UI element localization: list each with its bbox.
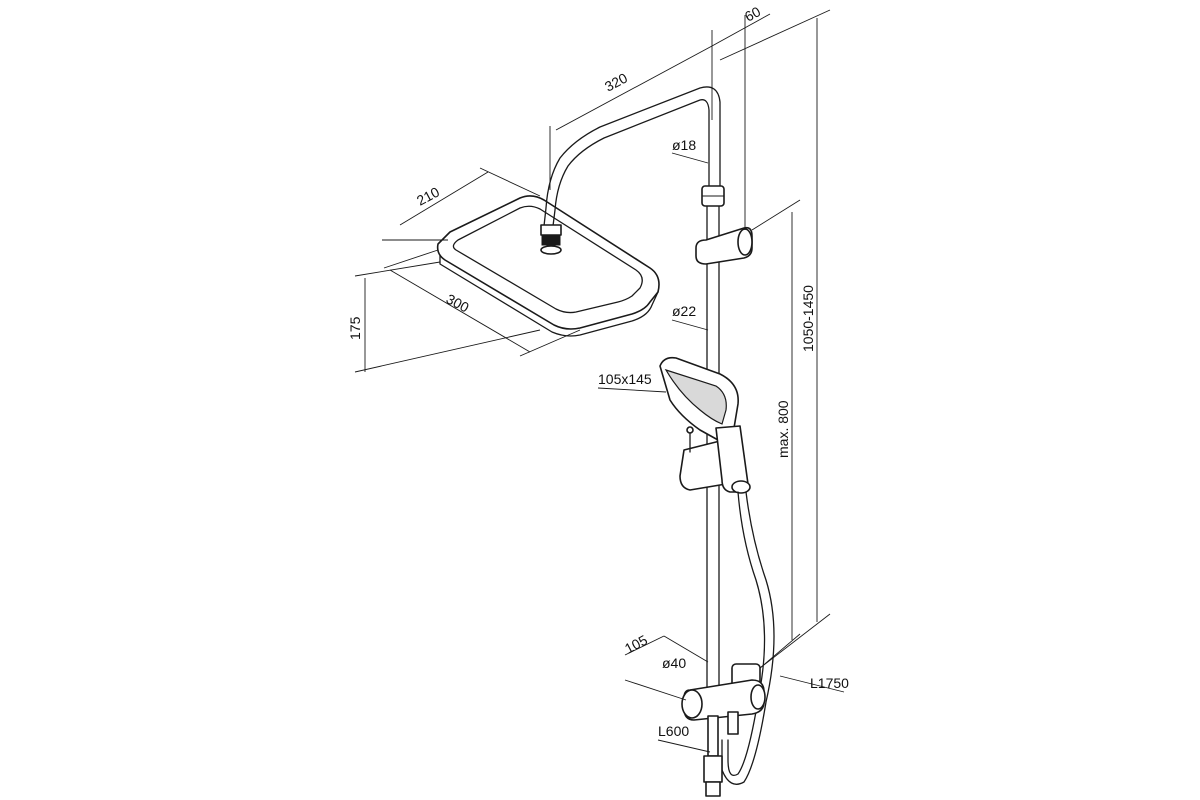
label-wall-offset: 60 (742, 3, 763, 25)
label-hand-shower-size: 105x145 (598, 371, 652, 387)
dimension-lines (354, 9, 845, 753)
label-hose-length: L1750 (810, 675, 849, 691)
label-pipe-length: L600 (658, 723, 689, 739)
label-mixer-diameter: ø40 (662, 655, 686, 671)
arm-nut (540, 224, 562, 236)
inlet-connector (703, 755, 723, 783)
label-mixer-offset: 105 (622, 631, 650, 656)
label-rail-diameter: ø22 (672, 303, 696, 319)
hand-shower (659, 356, 751, 494)
hose-outlet (727, 711, 739, 735)
wall-bracket-top (695, 226, 753, 265)
label-arm-length: 320 (602, 69, 630, 94)
label-head-height: 175 (347, 316, 363, 340)
label-head-width: 300 (444, 291, 472, 316)
label-slide-range: max. 800 (775, 400, 791, 458)
arm-connector (541, 234, 561, 246)
outlet-pipe (707, 715, 719, 757)
label-arm-diameter: ø18 (672, 137, 696, 153)
overhead-shower-head (436, 195, 660, 337)
inlet-nut (705, 781, 721, 797)
mixer-valve (681, 663, 766, 797)
label-head-depth: 210 (414, 183, 442, 208)
shower-hose (721, 491, 775, 785)
label-total-height: 1050-1450 (800, 285, 816, 352)
